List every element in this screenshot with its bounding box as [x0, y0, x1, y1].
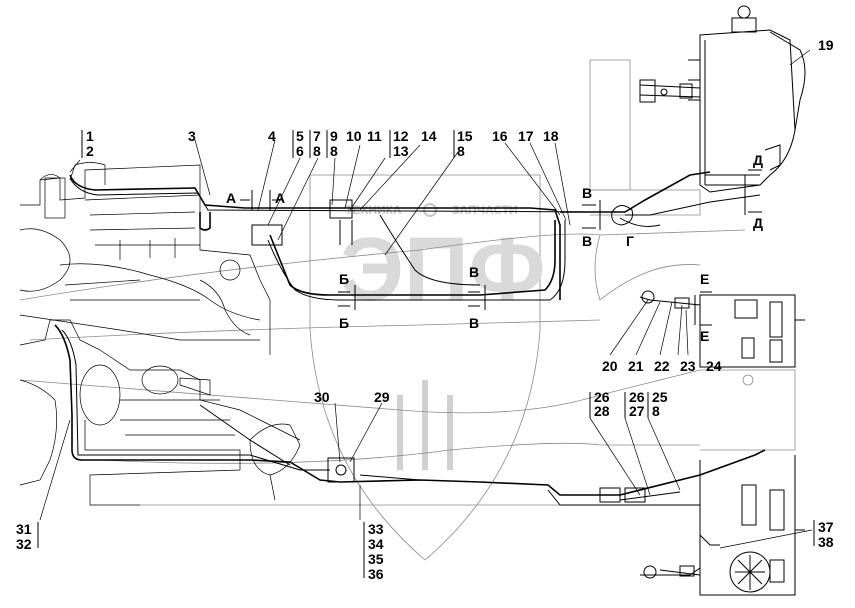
- callout-23: 23: [680, 358, 696, 374]
- callout-28: 28: [594, 403, 610, 419]
- callout-17: 17: [518, 128, 534, 144]
- callout-34: 34: [368, 536, 384, 552]
- callout-8: 8: [313, 143, 321, 159]
- frame-outline: [19, 59, 746, 506]
- section-label-v-mid-bottom: В: [469, 315, 479, 331]
- watermark: ЭПФ ТЕХНИКА ЗАПЧАСТИ: [309, 174, 546, 561]
- callout-8b: 8: [330, 143, 338, 159]
- section-marker-b: [338, 285, 486, 310]
- callout-8d: 8: [652, 403, 660, 419]
- callout-26b: 26: [629, 389, 645, 405]
- callout-10: 10: [346, 128, 362, 144]
- tank-bracket: [639, 79, 701, 103]
- section-label-v-right-bottom: В: [582, 233, 592, 249]
- watermark-brand: ЭПФ: [340, 220, 546, 320]
- section-label-v-mid-top: В: [469, 264, 479, 280]
- section-label-b-top: Б: [339, 271, 349, 287]
- callout-37: 37: [818, 519, 834, 535]
- watermark-gear-icon: [423, 203, 437, 217]
- section-label-e-top: Е: [700, 271, 709, 287]
- callout-18: 18: [543, 128, 559, 144]
- callout-25: 25: [652, 389, 668, 405]
- section-label-d-bottom: Д: [753, 215, 763, 231]
- upper-engine: [19, 162, 271, 355]
- callout-26: 26: [594, 389, 610, 405]
- callout-20: 20: [602, 358, 618, 374]
- section-marker-v: [582, 200, 601, 230]
- callout-5: 5: [296, 128, 304, 144]
- callout-1: 1: [86, 128, 94, 144]
- watermark-left-text: ТЕХНИКА: [345, 203, 402, 217]
- section-marker-d: [744, 169, 762, 215]
- section-label-d-top: Д: [753, 152, 763, 168]
- callout-7: 7: [313, 128, 321, 144]
- callout-12: 12: [393, 128, 409, 144]
- section-label-e-bottom: Е: [700, 328, 709, 344]
- pipe-lower-run: [54, 324, 766, 576]
- lower-engine: [19, 319, 301, 506]
- callout-35: 35: [368, 551, 384, 567]
- hydraulic-tank: [688, 5, 806, 193]
- section-label-b-bottom: Б: [339, 315, 349, 331]
- fuel-tank-lower: [699, 455, 805, 596]
- pipe-right-fittings: [611, 205, 701, 579]
- callout-8c: 8: [457, 143, 465, 159]
- fuel-tank-middle: [700, 369, 796, 451]
- callout-30: 30: [314, 389, 330, 405]
- callout-27: 27: [629, 403, 645, 419]
- callout-38: 38: [818, 534, 834, 550]
- section-marker-e: [694, 291, 712, 326]
- callout-31: 31: [16, 521, 32, 537]
- callout-3: 3: [188, 128, 196, 144]
- callout-16: 16: [492, 128, 508, 144]
- callout-11: 11: [367, 128, 382, 144]
- callout-13: 13: [393, 143, 409, 159]
- callout-24: 24: [706, 358, 722, 374]
- section-label-a-left: А: [226, 190, 236, 206]
- callout-21: 21: [628, 358, 644, 374]
- section-marker-a: [240, 190, 280, 210]
- leader-lines: [39, 49, 813, 549]
- callout-2: 2: [86, 143, 94, 159]
- watermark-right-text: ЗАПЧАСТИ: [452, 203, 518, 217]
- callout-9: 9: [330, 128, 338, 144]
- callout-4: 4: [268, 128, 276, 144]
- callout-32: 32: [16, 536, 32, 552]
- callout-33: 33: [368, 521, 384, 537]
- callout-14: 14: [421, 128, 437, 144]
- callout-15: 15: [457, 128, 473, 144]
- callout-29: 29: [374, 389, 390, 405]
- section-label-g: Г: [626, 233, 634, 249]
- callout-36: 36: [368, 566, 384, 582]
- fuel-tank-upper: [699, 294, 805, 368]
- pipe-upper-run: [69, 171, 761, 301]
- section-label-a-right: А: [275, 190, 285, 206]
- callout-6: 6: [296, 143, 304, 159]
- watermark-wheat-icon: [397, 380, 453, 470]
- section-label-v-right-top: В: [582, 185, 592, 201]
- callout-22: 22: [654, 358, 670, 374]
- callout-19: 19: [818, 37, 834, 53]
